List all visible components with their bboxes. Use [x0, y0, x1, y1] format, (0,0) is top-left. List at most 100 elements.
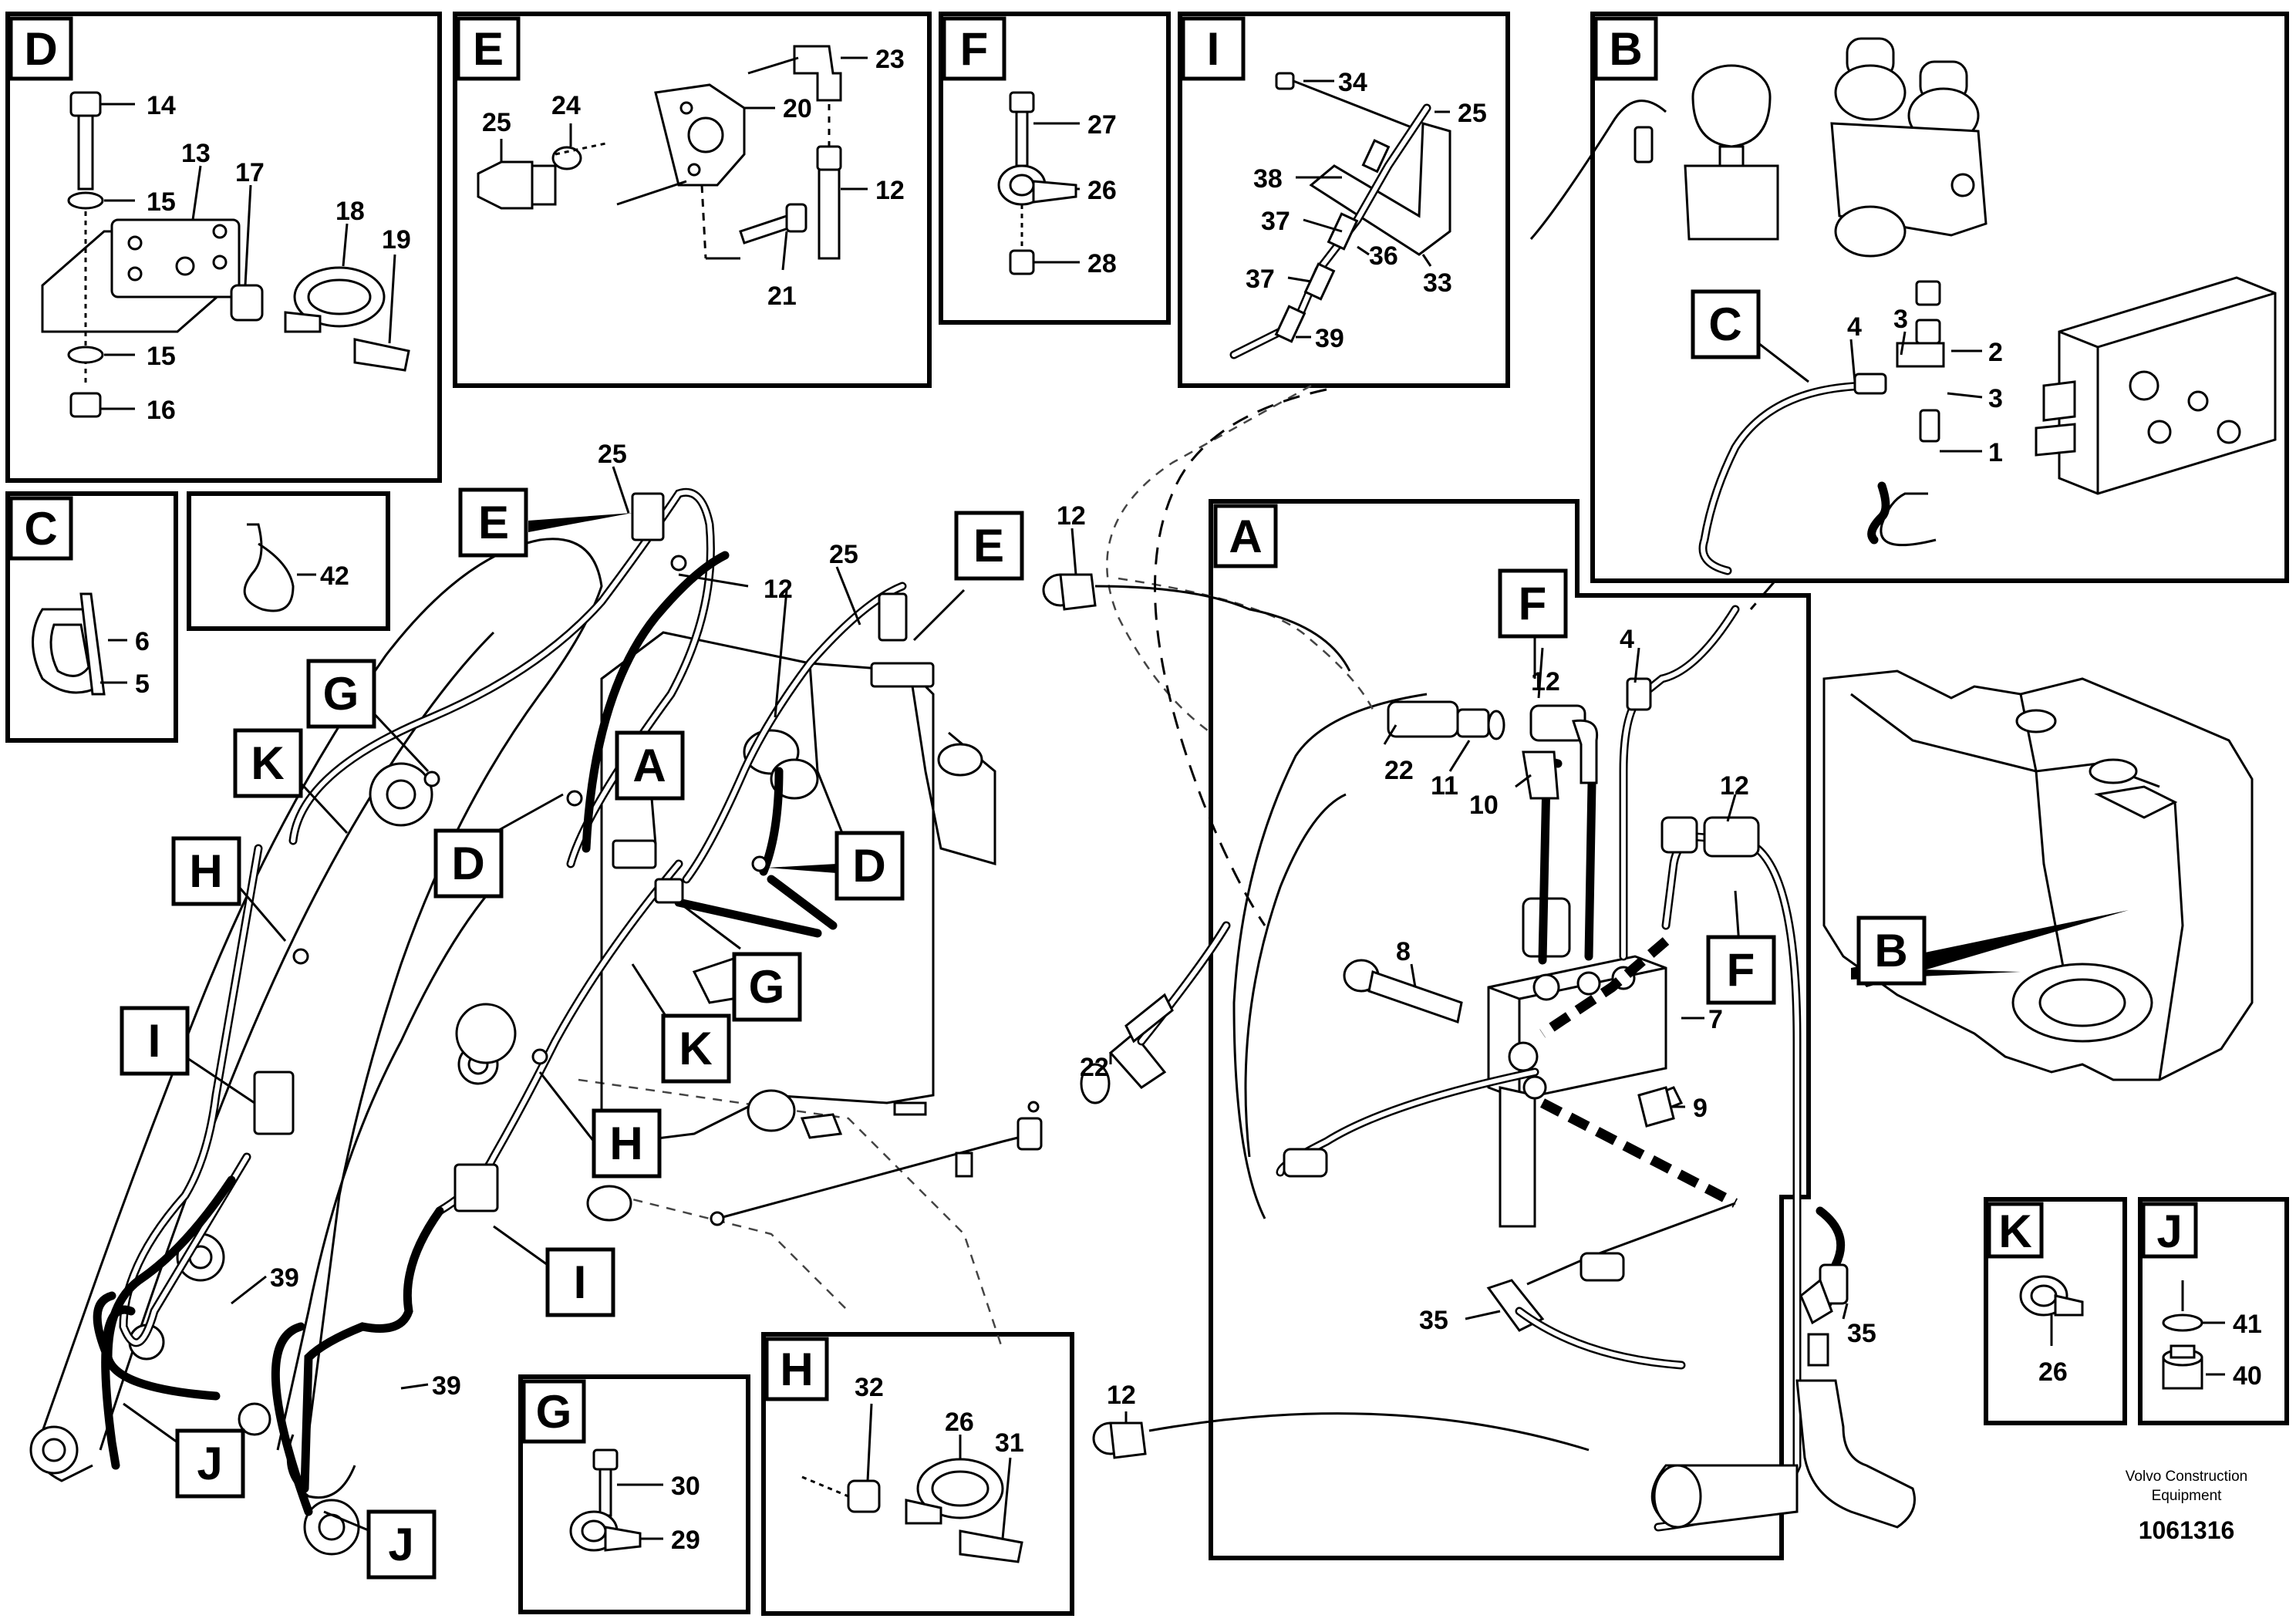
callout-40: 40 [2233, 1361, 2262, 1391]
leader-dashed [1749, 582, 1775, 610]
callout-19: 19 [382, 225, 411, 255]
callout-9: 9 [1693, 1094, 1708, 1123]
callout-42: 42 [320, 561, 349, 591]
callout-8: 8 [1396, 937, 1411, 966]
callout-30: 30 [671, 1472, 700, 1501]
detail-view-d: D 14 15 13 17 18 19 15 [5, 12, 442, 483]
view-tag-k-ref: K [251, 737, 284, 789]
view-tag-h-ref-2: H [609, 1118, 642, 1169]
view-tag-label: J [2156, 1206, 2182, 1257]
callout-3: 3 [1893, 305, 1908, 334]
callout-25: 25 [482, 108, 511, 137]
view-tag-g-ref-2: G [749, 961, 785, 1013]
callout-22: 22 [1384, 756, 1414, 785]
callout-16: 16 [147, 396, 176, 425]
view-tag-e-ref-2: E [973, 520, 1004, 572]
callout-7: 7 [1708, 1005, 1723, 1034]
view-tag-label: F [960, 23, 989, 75]
detail-view-e: E 25 24 20 23 12 21 [453, 12, 932, 388]
callout-37: 37 [1261, 207, 1290, 236]
callout-31: 31 [995, 1428, 1024, 1458]
detail-view-i: I 34 25 38 37 36 33 37 39 [1178, 12, 1510, 388]
view-tag-k-ref-2: K [679, 1023, 712, 1074]
view-tag-label: I [1207, 23, 1220, 75]
callout-15: 15 [147, 187, 176, 217]
callout-26: 26 [2038, 1357, 2068, 1387]
view-tag-d-ref: D [451, 838, 484, 889]
callout-12b: 12 [1057, 501, 1086, 531]
view-tag-i-ref: I [148, 1015, 161, 1067]
callout-11: 11 [1431, 771, 1458, 801]
view-tag-e-ref: E [478, 497, 509, 548]
callout-13: 13 [181, 139, 211, 168]
view-tag-label: A [1229, 511, 1262, 562]
callout-14: 14 [147, 91, 176, 120]
callout-2: 2 [1988, 338, 2003, 367]
view-tag-j-ref: J [197, 1438, 222, 1489]
detail-view-j: J 41 40 [2138, 1197, 2289, 1425]
view-tag-label: B [1609, 23, 1642, 75]
detail-view-h: H 32 26 31 [761, 1332, 1074, 1616]
callout-25b: 25 [829, 540, 858, 569]
view-tag-label: G [536, 1386, 572, 1438]
callout-29: 29 [671, 1526, 700, 1555]
callout-25: 25 [1458, 99, 1487, 128]
view-tag-label: D [24, 23, 57, 75]
leader-dashed [1154, 388, 1327, 926]
callout-24: 24 [551, 91, 581, 120]
view-tag-label: C [24, 503, 57, 555]
callout-12c: 12 [1107, 1381, 1136, 1410]
callout-20: 20 [783, 94, 812, 123]
callout-18: 18 [335, 197, 365, 226]
brand-line-1: Volvo Construction [2126, 1469, 2247, 1485]
view-tag-i-ref-2: I [574, 1256, 587, 1308]
callout-6: 6 [135, 627, 150, 656]
callout-10: 10 [1469, 791, 1499, 820]
callout-41: 41 [2233, 1310, 2262, 1339]
detail-view-a: A [1209, 499, 1916, 1560]
callout-36: 36 [1369, 241, 1398, 271]
detail-view-b: B [1529, 12, 2289, 583]
callout-37b: 37 [1246, 265, 1275, 294]
callout-39: 39 [270, 1263, 299, 1293]
callout-28: 28 [1087, 249, 1117, 278]
view-tag-b-ref: B [1874, 925, 1907, 976]
callout-35b: 35 [1847, 1319, 1876, 1348]
callout-34: 34 [1338, 68, 1367, 97]
view-tag-a-ref: A [632, 740, 666, 791]
callout-33: 33 [1423, 268, 1452, 298]
view-tag-f-ref: F [1519, 578, 1547, 629]
callout-3b: 3 [1988, 384, 2003, 413]
callout-21: 21 [767, 282, 797, 311]
view-tag-d-ref-2: D [852, 840, 885, 892]
rear-frame-sketch: B [1822, 669, 2254, 1081]
view-tag-f-ref-2: F [1727, 944, 1755, 996]
callout-26: 26 [945, 1408, 974, 1437]
callout-12b: 12 [1720, 771, 1749, 801]
callout-17: 17 [235, 158, 265, 187]
detail-view-cable-tie: 42 [187, 491, 390, 631]
detail-view-k: K 26 [1984, 1197, 2127, 1425]
callout-25: 25 [598, 440, 627, 469]
callout-1: 1 [1988, 438, 2003, 467]
callout-15b: 15 [147, 342, 176, 371]
callout-12: 12 [1531, 667, 1560, 696]
drawing-footer: Volvo Construction Equipment 1061316 [2126, 1469, 2247, 1544]
drawing-number: 1061316 [2139, 1516, 2235, 1544]
detail-view-g: G 30 29 [518, 1374, 750, 1614]
callout-23: 23 [875, 45, 905, 74]
callout-12: 12 [764, 575, 793, 604]
detail-view-c: C 6 5 [5, 491, 178, 743]
callout-5: 5 [135, 669, 150, 699]
view-tag-label: E [473, 23, 504, 75]
view-tag-label: H [780, 1344, 813, 1395]
brand-line-2: Equipment [2152, 1488, 2223, 1504]
callout-27: 27 [1087, 110, 1117, 140]
view-tag-g-ref: G [323, 668, 359, 720]
main-machine-view: 25 12 25 12 22 39 39 12 E G K H I E [29, 384, 1590, 1580]
view-tag-c-ref: C [1708, 298, 1741, 350]
detail-view-f: F 27 26 28 [939, 12, 1171, 325]
callout-32: 32 [855, 1373, 884, 1402]
callout-39b: 39 [432, 1371, 461, 1401]
